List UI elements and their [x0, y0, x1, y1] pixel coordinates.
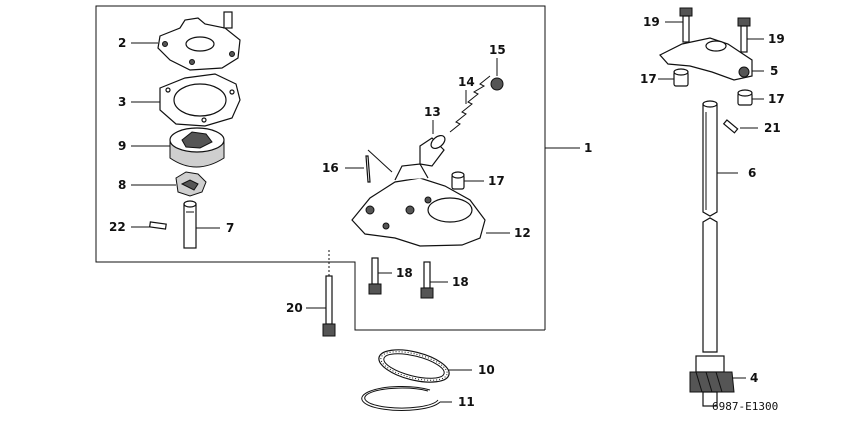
callout-17-center: 17 — [488, 174, 505, 188]
pin[interactable] — [148, 221, 167, 230]
drive-gear[interactable] — [689, 355, 735, 407]
pump-shaft[interactable] — [183, 200, 197, 249]
callout-13: 13 — [424, 105, 441, 119]
dowel-pin-center[interactable] — [451, 171, 465, 190]
callout-3: 3 — [118, 95, 126, 109]
inner-rotor[interactable] — [175, 171, 207, 197]
diagram-code: 6987-E1300 — [712, 400, 778, 413]
callout-4: 4 — [750, 371, 758, 385]
bolt-20[interactable] — [322, 275, 336, 337]
callout-22: 22 — [109, 220, 126, 234]
long-shaft[interactable] — [702, 100, 718, 353]
cotter-pin[interactable] — [365, 155, 371, 183]
cap[interactable] — [490, 77, 504, 91]
callout-1: 1 — [584, 141, 592, 155]
pump-cover[interactable] — [157, 11, 241, 71]
bolt-18-right[interactable] — [420, 261, 434, 299]
collar-right[interactable] — [737, 89, 753, 106]
callout-18-left: 18 — [396, 266, 413, 280]
callout-10: 10 — [478, 363, 495, 377]
bolt-18-left[interactable] — [368, 257, 382, 295]
callout-21: 21 — [764, 121, 781, 135]
callout-14: 14 — [458, 75, 475, 89]
bolt-19-left[interactable] — [679, 7, 693, 43]
callout-19-right: 19 — [768, 32, 785, 46]
callout-2: 2 — [118, 36, 126, 50]
pump-body[interactable] — [351, 163, 486, 247]
gasket[interactable] — [159, 73, 241, 127]
relief-spring[interactable] — [449, 75, 491, 133]
callout-16: 16 — [322, 161, 339, 175]
outer-rotor[interactable] — [169, 127, 225, 168]
callout-17-right: 17 — [768, 92, 785, 106]
callout-11: 11 — [458, 395, 475, 409]
callout-15: 15 — [489, 43, 506, 57]
bolt-19-right[interactable] — [737, 17, 751, 53]
assembly-boundary — [95, 5, 546, 331]
callout-20: 20 — [286, 301, 303, 315]
shaft-pin[interactable] — [722, 119, 739, 134]
callout-9: 9 — [118, 139, 126, 153]
shaft-holder[interactable] — [659, 37, 753, 81]
callout-5: 5 — [770, 64, 778, 78]
collar-left[interactable] — [673, 68, 689, 87]
callout-17-left: 17 — [640, 72, 657, 86]
callout-12: 12 — [514, 226, 531, 240]
callout-19-left: 19 — [643, 15, 660, 29]
callout-18-right: 18 — [452, 275, 469, 289]
callout-6: 6 — [748, 166, 756, 180]
callout-8: 8 — [118, 178, 126, 192]
callout-7: 7 — [226, 221, 234, 235]
relief-valve[interactable] — [419, 133, 447, 167]
clip-ring[interactable] — [361, 385, 441, 411]
oil-strainer-screen[interactable] — [376, 344, 453, 389]
